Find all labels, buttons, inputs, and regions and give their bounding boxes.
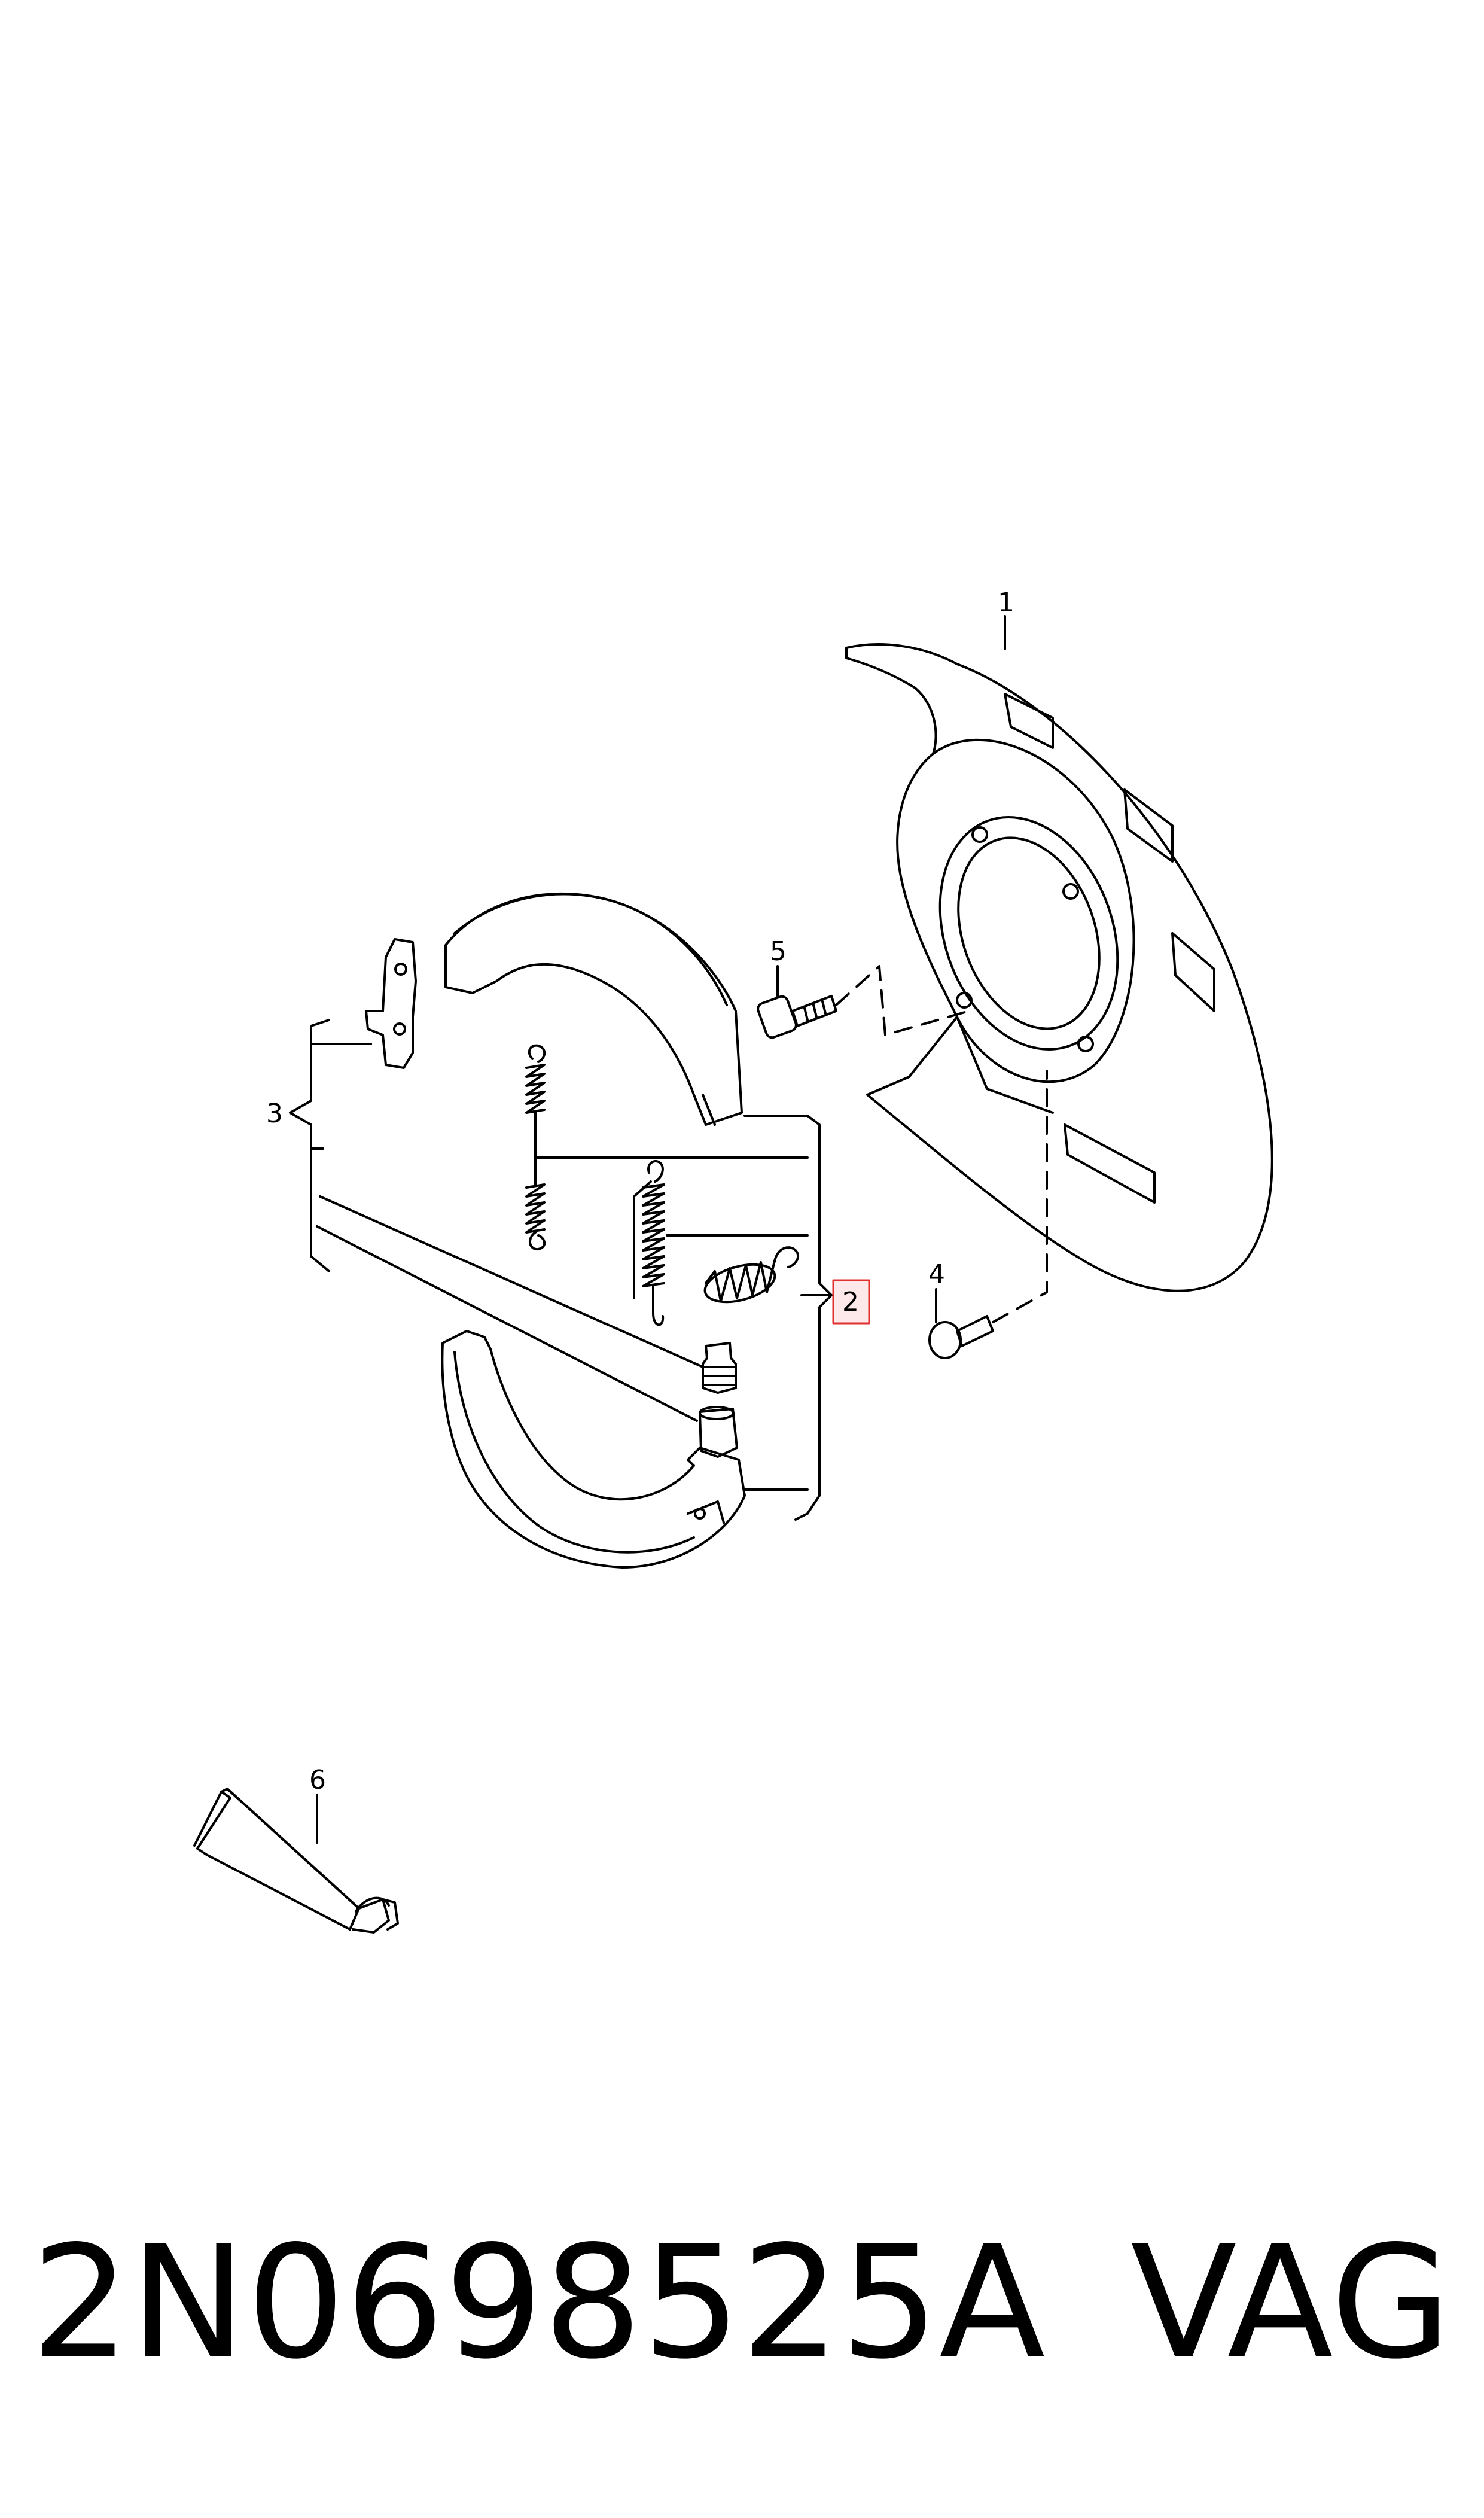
tension-spring-long xyxy=(633,1160,665,1326)
grease-tube-part-6 xyxy=(193,1788,399,1934)
callout-2: 2 xyxy=(842,1287,859,1317)
adjuster-sleeve xyxy=(699,1406,738,1458)
callout-3: 3 xyxy=(266,1098,283,1129)
bolt-part-4 xyxy=(928,1315,994,1359)
bracket-group-3 xyxy=(289,1019,372,1272)
callout-2-highlight xyxy=(832,1279,870,1325)
lever-part-3 xyxy=(365,938,417,1069)
callout-4: 4 xyxy=(928,1259,945,1290)
bolt-part-5 xyxy=(757,995,837,1039)
push-rod xyxy=(316,1195,704,1422)
return-spring-upper xyxy=(525,1044,546,1251)
backing-plate-part-1 xyxy=(845,643,1273,1292)
callout-5: 5 xyxy=(770,936,787,967)
small-spring-part-2 xyxy=(703,1246,800,1304)
brake-shoe-lower xyxy=(441,1330,746,1569)
part-number-label: 2N0698525A xyxy=(31,2213,1046,2394)
callout-6: 6 xyxy=(309,1765,326,1795)
adjuster-pin xyxy=(702,1342,737,1394)
brand-label: VAG xyxy=(1130,2213,1451,2394)
bracket-group-2 xyxy=(534,1115,833,1521)
brake-shoe-upper xyxy=(444,892,743,1126)
callout-1: 1 xyxy=(998,587,1014,618)
